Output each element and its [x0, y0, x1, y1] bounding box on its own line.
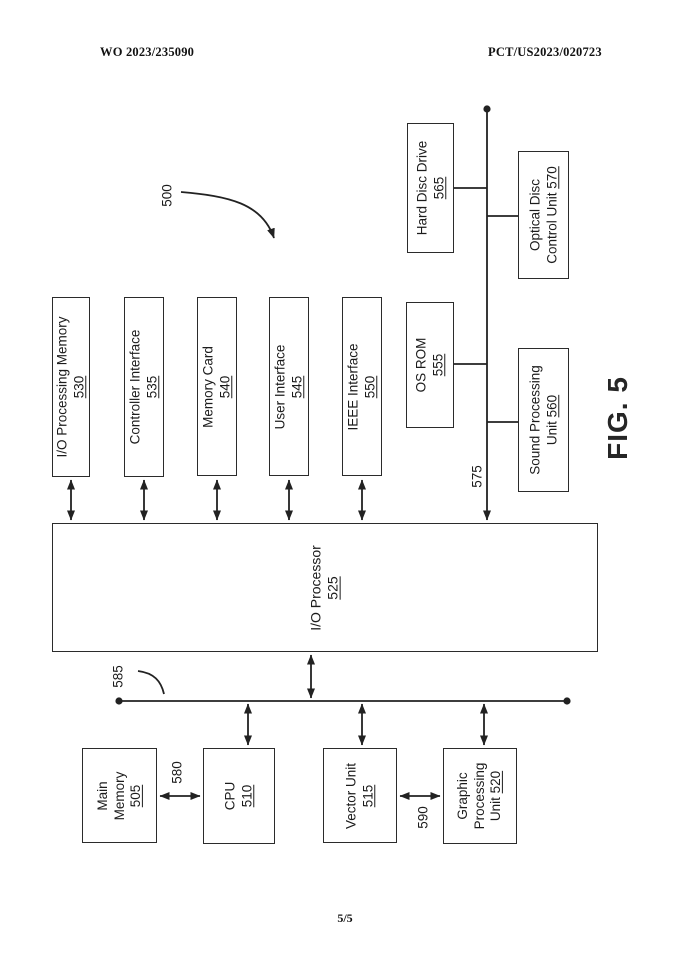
ref-500: 500	[159, 184, 175, 207]
box-label: Control Unit	[543, 192, 559, 264]
box-ref: 565	[430, 176, 446, 200]
box-ref: 530	[71, 375, 86, 399]
publication-number: WO 2023/235090	[100, 45, 195, 59]
box-ref: 550	[362, 375, 377, 398]
box-label: Sound Processing	[526, 365, 542, 475]
box-ref: 540	[217, 375, 232, 398]
figure-label: FIG. 5	[570, 376, 666, 460]
box-label: User Interface	[272, 344, 288, 429]
figure-label-text: FIG. 5	[602, 376, 633, 460]
application-number: PCT/US2023/020723	[488, 45, 602, 59]
leader-585	[137, 670, 165, 695]
box-label: Unit	[488, 797, 504, 822]
box-ref: 555	[430, 353, 445, 377]
box-ref: 505	[127, 784, 143, 807]
ref-575: 575	[469, 465, 485, 488]
box-label: I/O Processing Memory	[54, 316, 70, 458]
box-ref: 515	[360, 784, 375, 807]
ref-585: 585	[110, 665, 126, 688]
box-label: Optical Disc	[526, 179, 542, 252]
box-ref: 560	[543, 394, 559, 418]
ref-590: 590	[415, 806, 431, 829]
box-label: OS ROM	[413, 337, 429, 393]
box-ref: 510	[239, 784, 254, 808]
leader-500	[180, 191, 275, 239]
ref-580: 580	[169, 761, 185, 784]
box-ref: 570	[543, 166, 559, 189]
box-label: Main	[94, 780, 110, 811]
sheet-number: 5/5	[337, 911, 353, 925]
box-label: I/O Processor	[307, 544, 324, 631]
box-label: Unit	[543, 421, 559, 446]
box-label: Memory	[111, 771, 127, 820]
box-label: IEEE Interface	[345, 342, 361, 431]
box-label: Memory Card	[200, 345, 216, 428]
box-label: Vector Unit	[343, 762, 359, 829]
box-ref: 520	[488, 770, 504, 794]
box-label: Controller Interface	[127, 329, 143, 445]
box-ref: 525	[325, 575, 341, 600]
box-ref: 545	[289, 375, 304, 398]
box-label: Graphic	[454, 772, 470, 820]
box-ref: 535	[144, 375, 159, 399]
box-label: CPU	[222, 781, 238, 811]
box-label: Hard Disc Drive	[413, 140, 429, 236]
box-label: Processing	[471, 762, 487, 830]
